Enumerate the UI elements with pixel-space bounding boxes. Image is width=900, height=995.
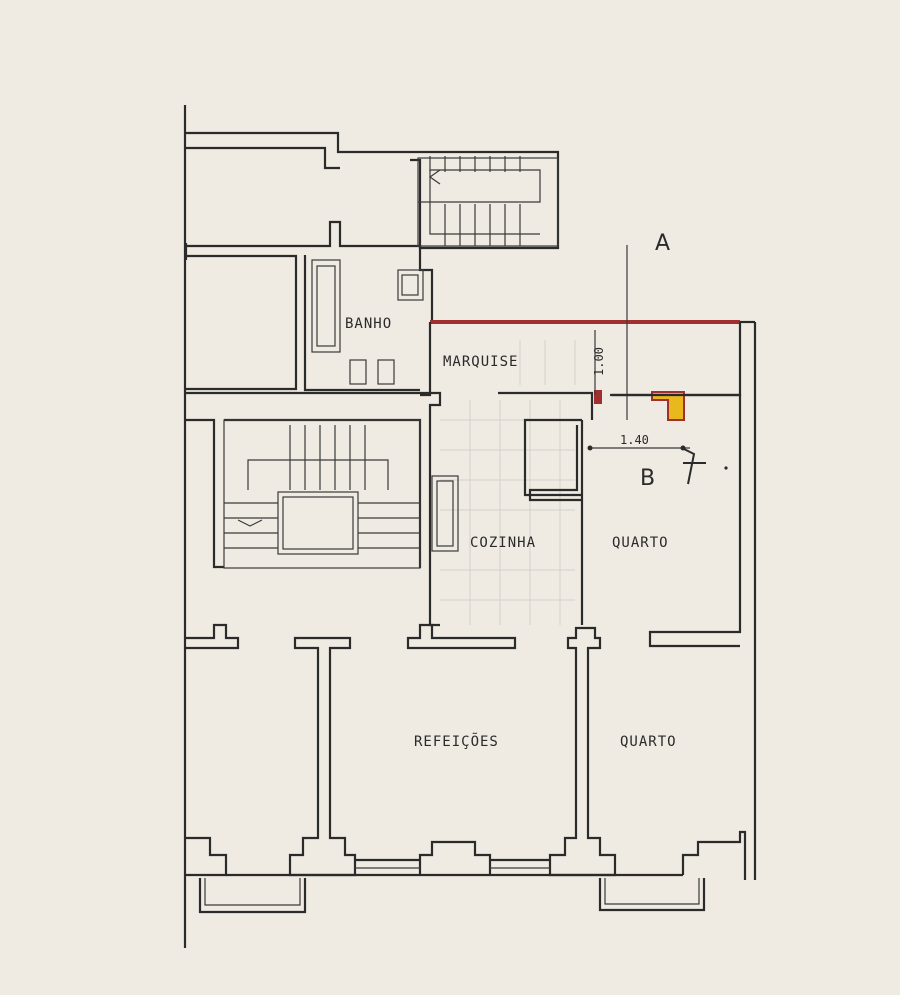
room-label-quarto-upper: QUARTO: [612, 535, 669, 551]
room-label-marquise: MARQUISE: [443, 354, 518, 370]
central-walls: [186, 391, 742, 648]
dimension-vertical: 1.00: [592, 347, 606, 376]
room-label-cozinha: COZINHA: [470, 535, 536, 551]
lower-staircase: [223, 419, 459, 569]
marquise-walls: [420, 320, 757, 880]
room-label-refeicoes: REFEIÇÕES: [414, 733, 499, 750]
upper-staircase: [417, 156, 559, 247]
upper-building-walls: [184, 131, 560, 391]
kitchen-floor-grid: [440, 340, 576, 625]
lower-room-walls: [186, 623, 747, 914]
room-label-banho: BANHO: [345, 316, 392, 332]
section-marker-b: B: [640, 466, 655, 491]
section-marker-a: A: [655, 231, 670, 256]
room-label-quarto-lower: QUARTO: [620, 734, 677, 750]
dimension-horizontal: 1.40: [620, 433, 649, 447]
dimension-lines: [587, 245, 690, 451]
north-arrow-icon: [681, 447, 728, 485]
bathroom-walls: [303, 252, 434, 392]
